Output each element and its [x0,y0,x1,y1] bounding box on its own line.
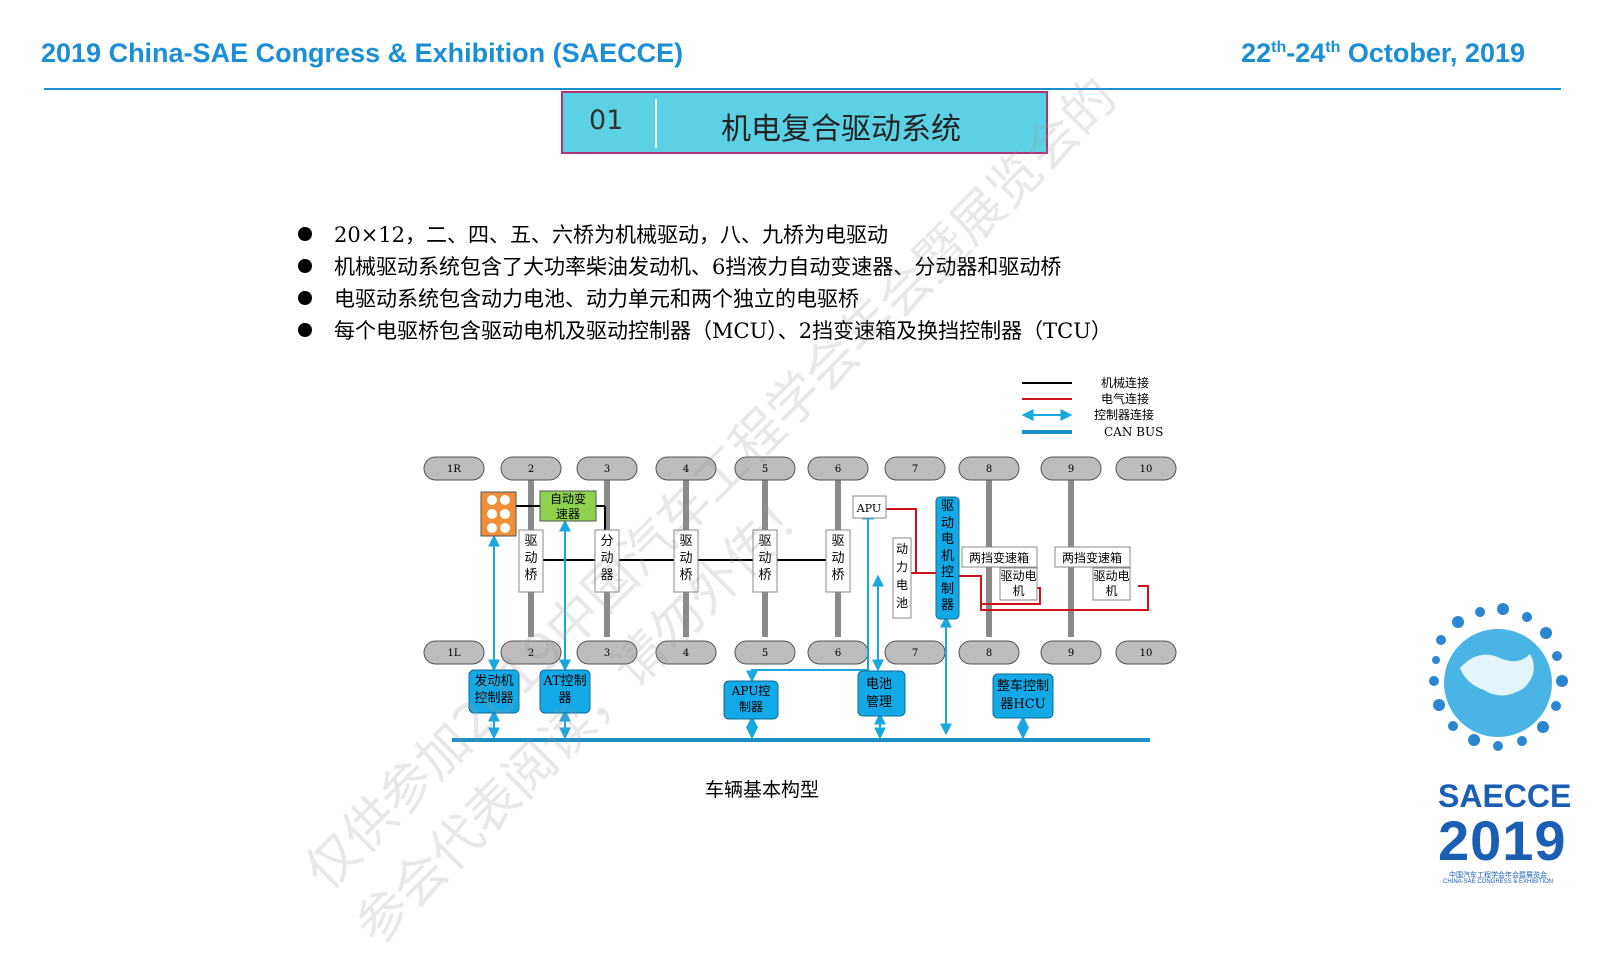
bullet-item: 机械驱动系统包含了大功率柴油发动机、6挡液力自动变速器、分动器和驱动桥 [298,251,1112,283]
section-title-box: 01 机电复合驱动系统 [561,91,1048,154]
svg-text:9: 9 [1068,648,1074,659]
battery-label: 动力电池 [895,542,908,610]
svg-text:2: 2 [528,648,534,659]
svg-text:4: 4 [683,648,689,659]
vertical-component-boxes [518,496,960,620]
at-controller-label: AT控制器 [543,674,587,706]
svg-text:5: 5 [762,648,768,659]
drive-axle-box [518,529,544,593]
bullet-item: 20×12，二、四、五、六桥为机械驱动，八、九桥为电驱动 [298,219,1112,251]
svg-text:7: 7 [912,648,918,659]
drive-axle-label: 驱动桥 [831,534,845,583]
svg-text:3: 3 [604,648,610,659]
legend-label: CAN BUS [1104,425,1163,439]
drive-motor-label: 驱动电机 [1000,569,1037,598]
transfer-case-label: 分动器 [600,534,614,583]
drive-motor-label: 驱动电机 [1093,569,1130,598]
wheels-top: 1R 2 3 4 5 6 7 8 9 10 [423,456,1177,481]
svg-text:10: 10 [1140,648,1153,659]
bullet-dot-icon [298,291,312,305]
bullet-item: 电驱动系统包含动力电池、动力单元和两个独立的电驱桥 [298,283,1112,315]
engine-controller-label: 发动机控制器 [474,674,514,706]
legend-label: 电气连接 [1101,391,1149,406]
svg-text:7: 7 [912,464,918,475]
diagram-caption: 车辆基本构型 [705,779,820,801]
motor-controller-box [935,496,960,620]
apu-controller-label: APU控制器 [731,684,771,714]
legend: 机械连接 电气连接 控制器连接 CAN BUS [1021,375,1163,439]
legend-label: 机械连接 [1101,375,1149,390]
section-title: 机电复合驱动系统 [721,112,961,147]
drive-axle-label: 驱动桥 [679,534,693,583]
drive-axle-box [673,529,699,593]
controller-connections [488,507,952,736]
bullet-dot-icon [298,227,312,241]
apu-box: APU [852,495,887,519]
engine-icon [480,491,517,537]
svg-text:10: 10 [1140,464,1153,475]
transfer-case-box [594,529,620,593]
drive-axle-box [825,529,851,593]
controllers [468,669,1054,720]
svg-text:1R: 1R [447,464,461,475]
svg-text:APU: APU [856,502,881,515]
canbus-links [488,709,1029,740]
svg-text:5: 5 [762,464,768,475]
header-divider [44,88,1561,90]
svg-text:2: 2 [528,464,534,475]
svg-text:4: 4 [683,464,689,475]
svg-text:两挡变速箱: 两挡变速箱 [969,550,1029,565]
vehicle-configuration-diagram: 机械连接 电气连接 控制器连接 CAN BUS 1R 2 3 4 5 6 7 8… [423,375,1177,742]
drive-axle-label: 驱动桥 [524,534,538,583]
conference-title: 2019 China-SAE Congress & Exhibition (SA… [41,38,684,68]
bullet-list: 20×12，二、四、五、六桥为机械驱动，八、九桥为电驱动 机械驱动系统包含了大功… [298,219,1112,347]
legend-label: 控制器连接 [1094,407,1154,422]
bms-label: 电池管理 [865,677,892,710]
drive-axle-label: 驱动桥 [758,534,772,583]
logo-en-subtitle: CHINA-SAE CONGRESS & EXHIBITION [1442,879,1554,885]
svg-text:3: 3 [604,464,610,475]
bullet-dot-icon [298,323,312,337]
section-number: 01 [589,105,624,136]
hcu-label: 整车控制器HCU [996,679,1049,712]
electric-drive-units: 两挡变速箱 两挡变速箱 [961,546,1131,601]
svg-text:自动变: 自动变 [550,491,586,506]
electrical-connections [886,508,1149,611]
section-separator [655,99,657,148]
logo-cn-subtitle: 中国汽车工程学会年会暨展览会 [1449,872,1547,879]
logo-brand: SAECCE [1438,778,1572,814]
svg-text:8: 8 [986,648,992,659]
motor-controller-label: 驱动电机控制器 [940,499,954,613]
svg-text:9: 9 [1068,464,1074,475]
bullet-item: 每个电驱桥包含驱动电机及驱动控制器（MCU）、2挡变速箱及换挡控制器（TCU） [298,315,1112,347]
svg-text:8: 8 [986,464,992,475]
drive-axle-box [752,529,778,593]
svg-text:6: 6 [835,464,841,475]
svg-text:6: 6 [835,648,841,659]
bullet-dot-icon [298,259,312,273]
conference-date: 22th-24th October, 2019 [1241,38,1525,68]
svg-text:1L: 1L [447,648,460,659]
battery-box [892,537,912,619]
auto-gearbox: 自动变 [539,490,597,522]
gearbox-label-line2: 速器 [555,508,580,520]
logo-year: 2019 [1438,809,1567,872]
svg-text:两挡变速箱: 两挡变速箱 [1062,550,1122,565]
